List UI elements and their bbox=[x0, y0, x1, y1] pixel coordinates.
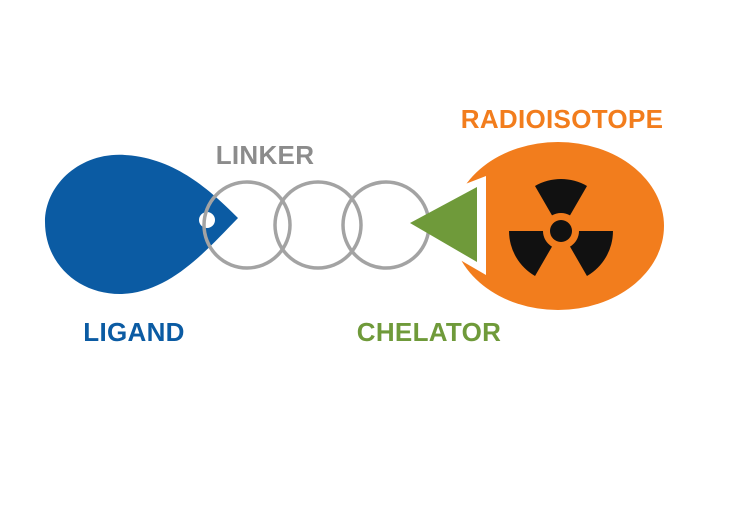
linker-label: LINKER bbox=[216, 140, 315, 170]
linker-ring-2 bbox=[273, 180, 363, 270]
radiation-blade-top-full bbox=[535, 179, 587, 216]
linker-chain bbox=[202, 180, 431, 270]
ligand-shape bbox=[45, 154, 238, 295]
radiation-center-dot bbox=[550, 220, 572, 242]
chelator-label: CHELATOR bbox=[357, 317, 501, 347]
linker-ring-1 bbox=[202, 180, 292, 270]
radiation-blade-right bbox=[570, 230, 613, 277]
ligand-label: LIGAND bbox=[83, 317, 184, 347]
radiation-blade-left bbox=[509, 230, 552, 277]
radioisotope-label: RADIOISOTOPE bbox=[461, 104, 664, 134]
chelator-shape bbox=[410, 187, 477, 262]
ligand-body bbox=[45, 154, 238, 295]
radiation-icon bbox=[509, 179, 613, 277]
